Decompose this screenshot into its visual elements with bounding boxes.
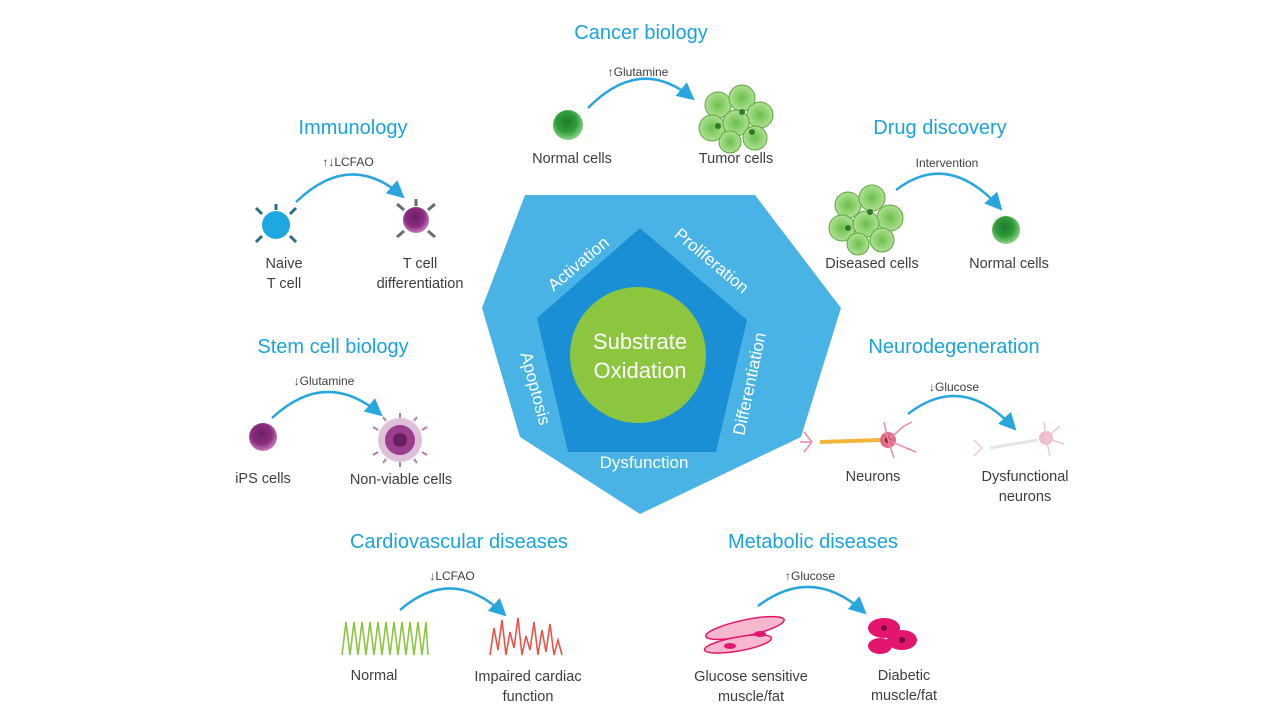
arrow-cardio: [399, 587, 507, 617]
normal-ecg-icon: [341, 621, 429, 656]
cardio-to-line1: Impaired cardiac: [474, 669, 582, 685]
impaired-ecg-icon: [489, 617, 563, 656]
immunology-note: ↑↓LCFAO: [322, 155, 374, 169]
neuro-note: ↓Glucose: [928, 380, 980, 394]
metabolic-to-line2: muscle/fat: [870, 688, 938, 704]
diseased-cells-icon: [828, 184, 904, 256]
drug-from-label: Diseased cells: [825, 256, 919, 272]
center-circle: [570, 287, 706, 423]
neurodegeneration-title: Neurodegeneration: [868, 336, 1040, 358]
stem-cell-biology-title: Stem cell biology: [257, 336, 409, 358]
cancer-from-label: Normal cells: [532, 151, 612, 167]
immunology-from-line2: T cell: [266, 276, 302, 292]
ips-cell-icon: [249, 423, 277, 451]
metabolic-title: Metabolic diseases: [727, 531, 899, 553]
cardio-from-label: Normal: [350, 668, 398, 684]
healthy-cell-icon: [992, 216, 1020, 244]
metabolic-from-line2: muscle/fat: [717, 689, 785, 705]
drug-discovery-title: Drug discovery: [873, 117, 1007, 139]
arrow-metabolic: [757, 585, 867, 615]
immunology-from-line1: Naive: [265, 256, 303, 272]
arrow-neuro: [907, 394, 1017, 431]
cancer-note: ↑Glutamine: [607, 65, 669, 79]
center-title-line1: Substrate: [593, 329, 687, 354]
neuro-to-line2: neurons: [998, 489, 1052, 505]
immunology-to-line1: T cell: [402, 256, 438, 272]
neuron-icon: [800, 421, 917, 459]
ring-label-dysfunction: Dysfunction: [600, 453, 689, 472]
immunology-title: Immunology: [298, 117, 408, 139]
stem-to-label: Non-viable cells: [349, 472, 453, 488]
cardiovascular-title: Cardiovascular diseases: [350, 531, 568, 553]
cardio-note: ↓LCFAO: [429, 569, 475, 583]
non-viable-cell-icon: [372, 413, 428, 467]
stem-from-label: iPS cells: [235, 471, 291, 487]
naive-t-cell-icon: [254, 204, 298, 244]
neuro-to-line1: Dysfunctional: [981, 469, 1069, 485]
metabolic-note: ↑Glucose: [784, 569, 836, 583]
metabolic-from-label: Glucose sensitive muscle/fat: [694, 667, 808, 707]
metabolic-to-line1: Diabetic: [877, 668, 931, 684]
normal-cell-icon: [553, 110, 583, 140]
neuro-to-label: Dysfunctional neurons: [981, 467, 1068, 507]
immunology-from-label: Naive T cell: [265, 254, 302, 294]
stem-note: ↓Glutamine: [293, 374, 355, 388]
dysfunctional-neuron-icon: [973, 421, 1065, 457]
immunology-to-line2: differentiation: [376, 276, 464, 292]
immunology-to-label: T cell differentiation: [377, 254, 464, 294]
center-title-line2: Oxidation: [594, 358, 687, 383]
cardio-to-label: Impaired cardiac function: [474, 667, 581, 707]
cancer-biology-title: Cancer biology: [574, 22, 708, 44]
arrow-drug: [895, 172, 1003, 211]
metabolic-from-line1: Glucose sensitive: [694, 669, 808, 685]
glucose-sensitive-cell-icon: [703, 615, 785, 654]
tumor-cells-icon: [698, 84, 774, 154]
drug-note: Intervention: [915, 156, 979, 170]
neuro-from-label: Neurons: [845, 469, 901, 485]
cardio-to-line2: function: [502, 689, 554, 705]
arrow-cancer: [587, 77, 695, 109]
drug-to-label: Normal cells: [969, 256, 1049, 272]
arrow-immunology: [295, 173, 405, 203]
metabolic-to-label: Diabetic muscle/fat: [871, 666, 937, 706]
arrow-stem: [271, 390, 383, 419]
diabetic-cell-icon: [868, 618, 917, 654]
t-cell-differentiation-icon: [396, 199, 436, 239]
cancer-to-label: Tumor cells: [698, 151, 774, 167]
